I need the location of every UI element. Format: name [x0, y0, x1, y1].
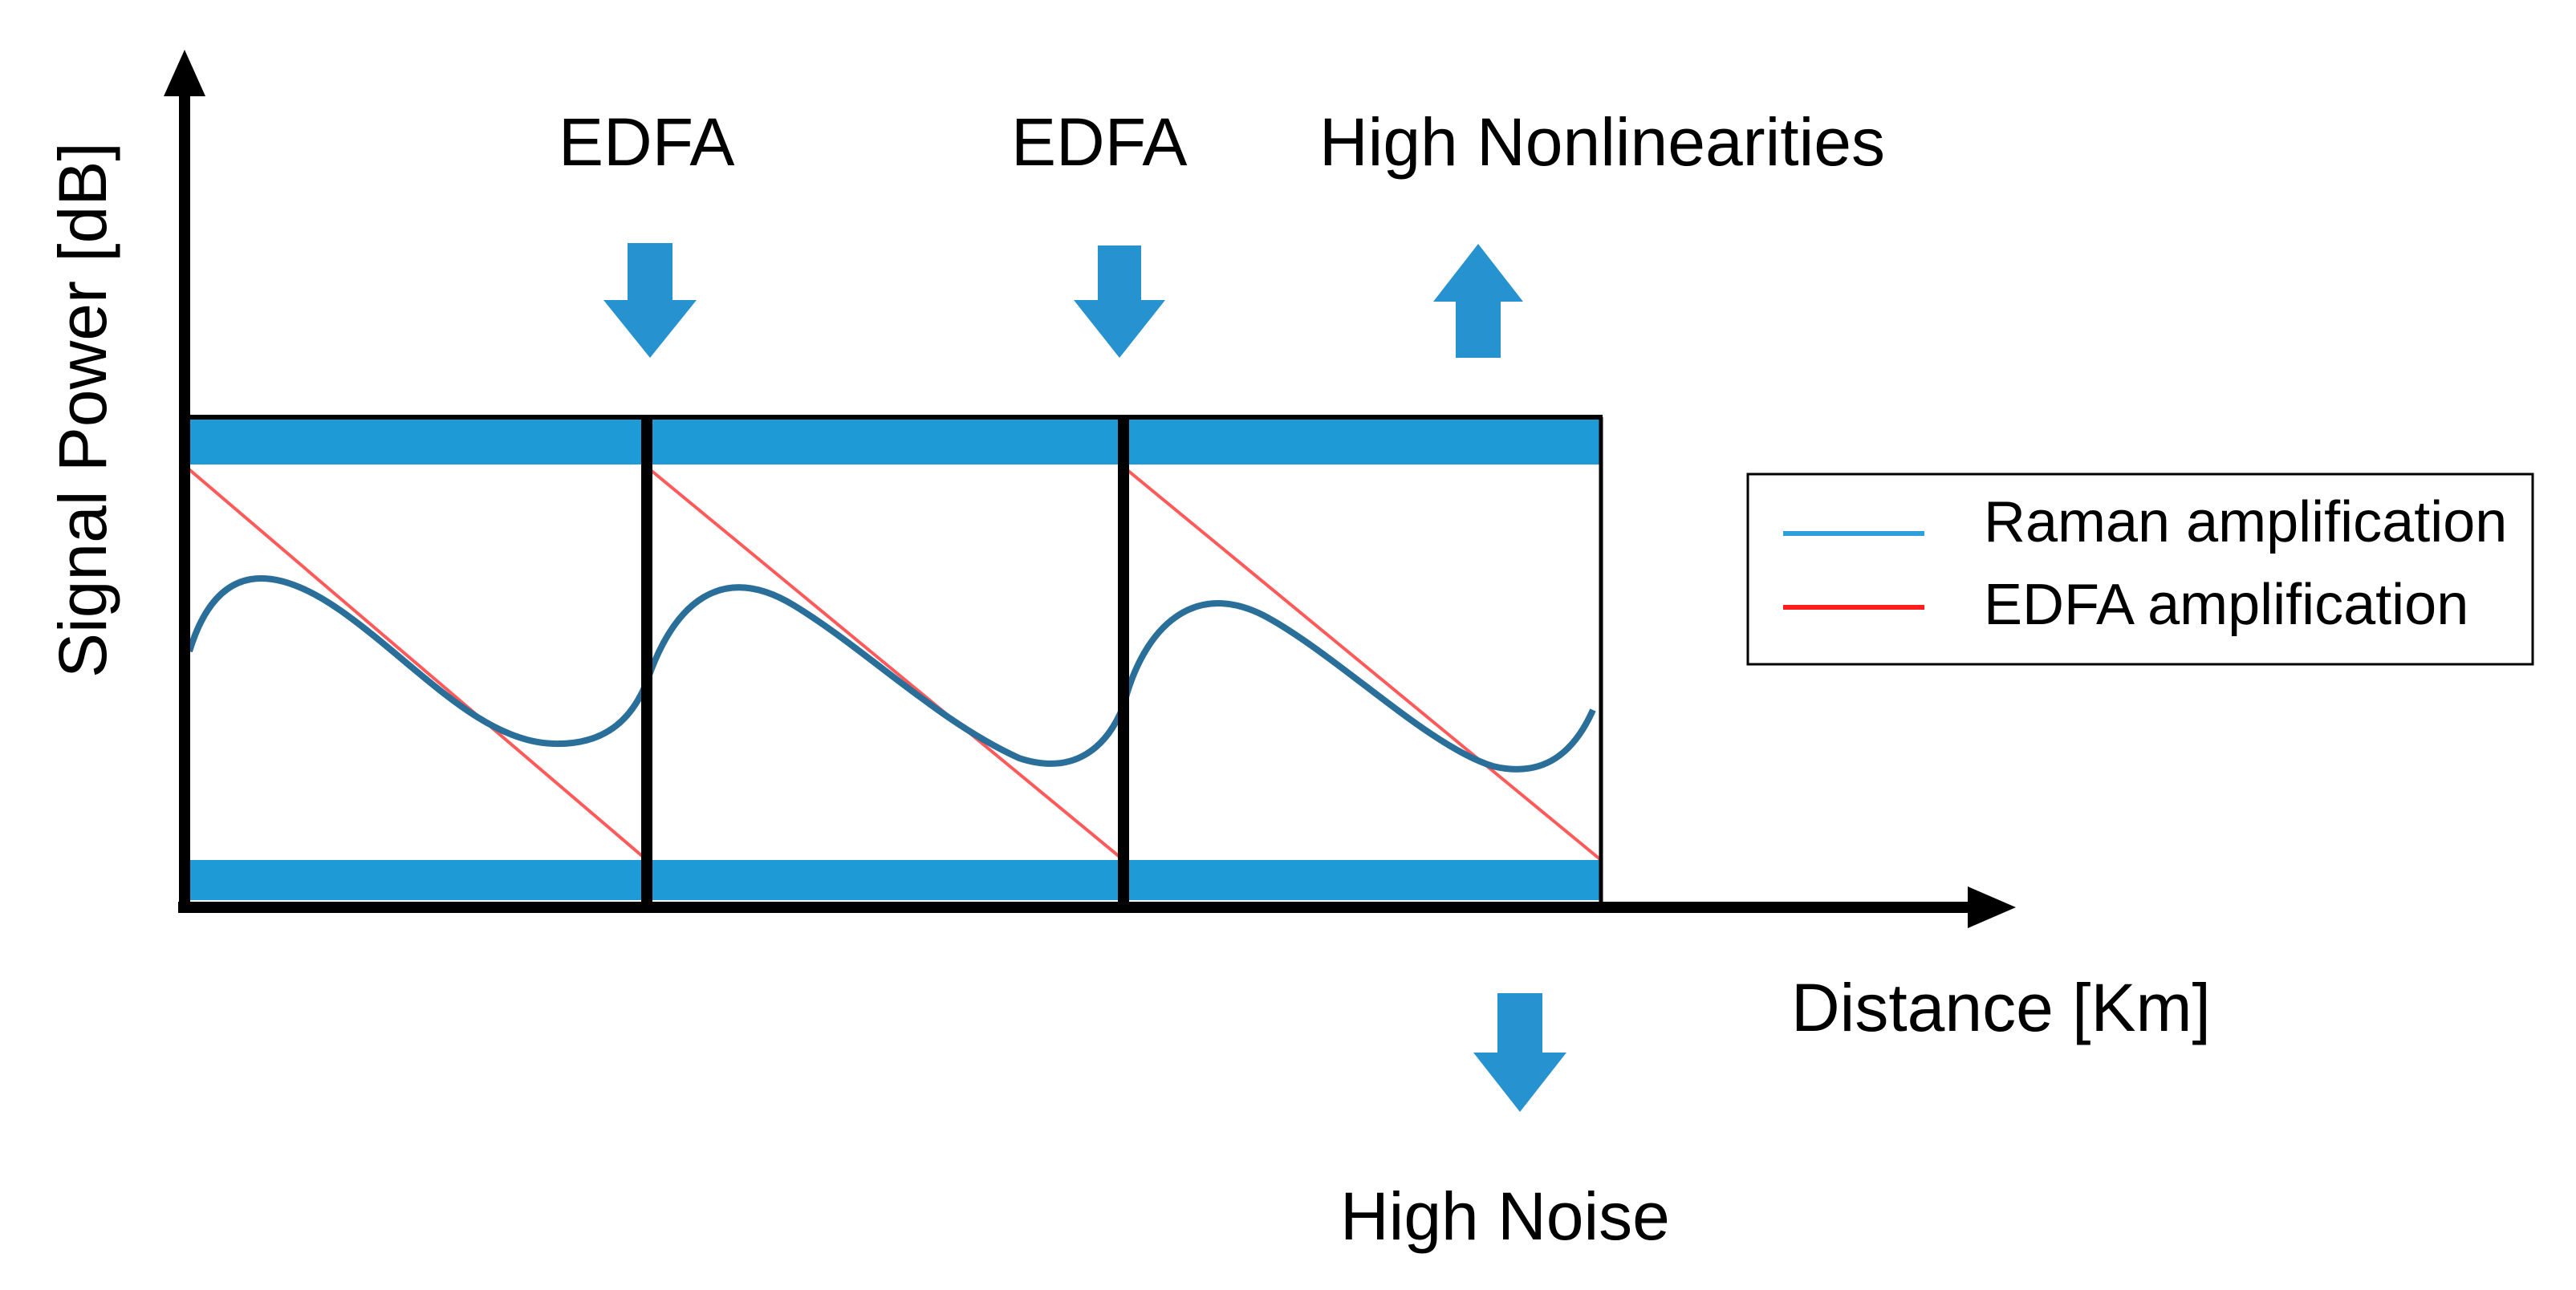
edfa-span-3 — [1122, 465, 1603, 862]
high-noise-label: High Noise — [1340, 1178, 1670, 1254]
legend-edfa-label: EDFA amplification — [1984, 573, 2468, 637]
arrow-down-icon — [1473, 993, 1566, 1112]
arrow-up-icon — [1433, 244, 1523, 358]
lower-power-band — [186, 860, 1601, 900]
high-nonlinearities-label: High Nonlinearities — [1319, 104, 1885, 180]
upper-power-band — [186, 419, 1601, 464]
legend: Raman amplification EDFA amplification — [1746, 473, 2534, 666]
edfa-span-2 — [645, 465, 1125, 862]
y-axis-arrowhead — [164, 50, 205, 96]
axes — [164, 50, 2016, 928]
raman-span-2 — [644, 584, 1127, 767]
raman-span-1 — [186, 574, 650, 748]
raman-amplification-curves — [186, 574, 1596, 773]
edfa-label-1: EDFA — [559, 104, 734, 180]
arrow-down-icon — [603, 243, 697, 358]
arrow-down-icon — [1074, 245, 1165, 358]
span-boundaries — [186, 415, 1603, 907]
edfa-span-1 — [185, 465, 648, 862]
edfa-amplification-lines — [185, 465, 1603, 862]
legend-raman-label: Raman amplification — [1984, 490, 2507, 554]
raman-span-3 — [1120, 600, 1596, 773]
x-axis-arrowhead — [1968, 886, 2016, 928]
legend-box — [1746, 473, 2534, 666]
edfa-label-2: EDFA — [1011, 104, 1187, 180]
y-axis-label: Signal Power [dB] — [45, 142, 120, 678]
x-axis-label: Distance [Km] — [1791, 970, 2211, 1045]
